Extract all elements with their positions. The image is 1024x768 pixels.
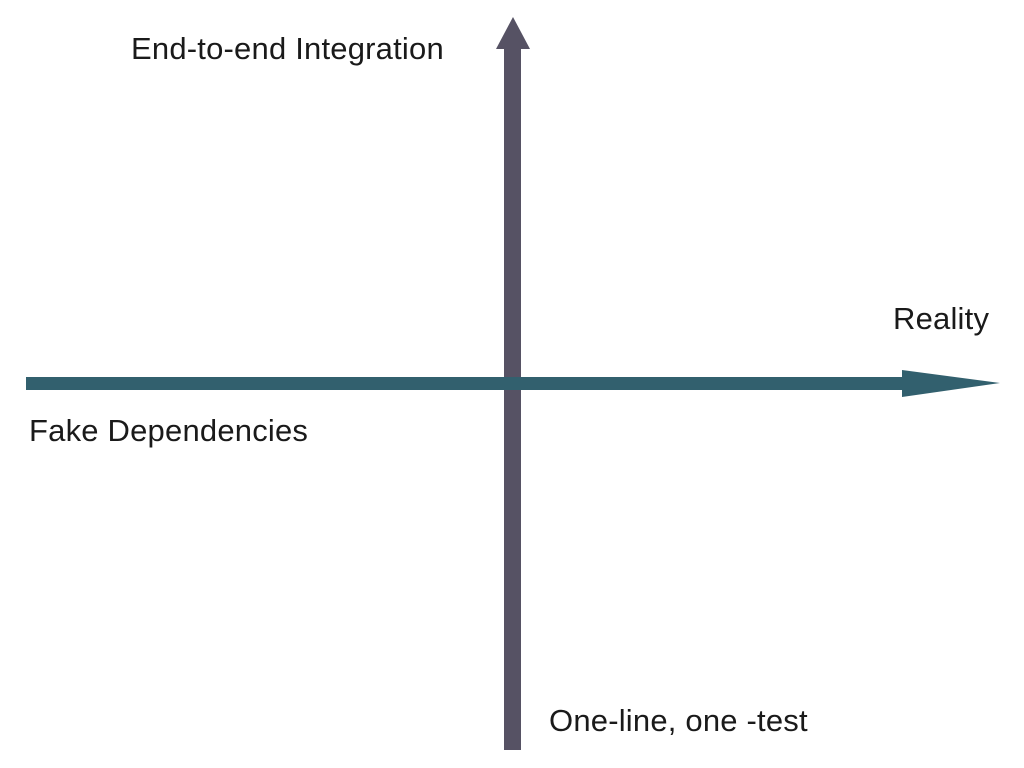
horizontal-axis-arrow — [26, 370, 1000, 397]
vertical-axis-bottom-label: One-line, one -test — [549, 703, 808, 738]
horizontal-axis-right-label: Reality — [893, 301, 990, 336]
vertical-axis-top-label: End-to-end Integration — [131, 31, 444, 66]
horizontal-axis-left-label: Fake Dependencies — [29, 413, 309, 448]
